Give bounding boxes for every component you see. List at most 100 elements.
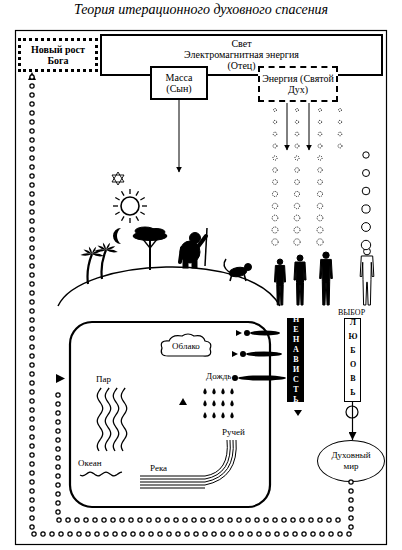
inner-loop-dots bbox=[58, 386, 338, 520]
energy-dot bbox=[317, 227, 323, 233]
energy-dot bbox=[295, 144, 299, 148]
rain-drop bbox=[212, 400, 216, 407]
node-text: Энергия (Святой Дух) bbox=[260, 73, 336, 95]
node-text: Новый рост Бога bbox=[21, 44, 95, 66]
human-head bbox=[277, 259, 283, 265]
energy-dot bbox=[295, 156, 299, 160]
rain-drop bbox=[212, 412, 216, 419]
lying-figure bbox=[232, 375, 286, 381]
gorilla-figure bbox=[192, 258, 197, 268]
vapour-wave bbox=[97, 388, 102, 451]
lying-figure bbox=[240, 351, 282, 357]
node-text: Электромагнитная энергия bbox=[184, 49, 299, 60]
rain-drop bbox=[230, 400, 234, 407]
energy-dot bbox=[295, 180, 300, 185]
text-label: Пар bbox=[96, 374, 111, 384]
energy-dot bbox=[295, 132, 299, 136]
gorilla-figure bbox=[197, 236, 206, 248]
energy-arrow bbox=[287, 103, 309, 150]
river-line bbox=[140, 484, 205, 485]
energy-dot bbox=[273, 156, 277, 160]
arrow-connector bbox=[352, 402, 353, 440]
energy-dot bbox=[272, 203, 277, 208]
energy-box: Энергия (Святой Дух) bbox=[258, 66, 338, 102]
palm-frond bbox=[89, 246, 92, 254]
love-band: ЛЮБОВЬ bbox=[344, 318, 361, 402]
energy-dot bbox=[318, 156, 322, 160]
lying-head bbox=[244, 330, 250, 336]
energy-dot bbox=[272, 191, 277, 196]
loop-arrowhead bbox=[56, 374, 65, 383]
energy-dot bbox=[317, 215, 323, 221]
human-head bbox=[323, 252, 329, 258]
gorilla-figure bbox=[180, 248, 182, 262]
sun-symbol bbox=[113, 189, 147, 223]
star-symbol bbox=[112, 175, 124, 185]
moon-symbol bbox=[113, 228, 121, 244]
lying-arrowhead bbox=[232, 351, 238, 357]
energy-dot bbox=[273, 180, 278, 185]
small-arrowhead bbox=[179, 398, 187, 405]
palm-frond bbox=[106, 250, 118, 253]
stream-line bbox=[205, 440, 233, 482]
energy-dot bbox=[294, 215, 300, 221]
inner-loop-dots bbox=[58, 386, 338, 520]
energy-dot bbox=[295, 120, 298, 123]
energy-dot bbox=[318, 132, 322, 136]
gorilla-figure bbox=[180, 228, 207, 268]
stream-line bbox=[205, 440, 230, 479]
connector-inner bbox=[32, 72, 351, 534]
gorilla-figure bbox=[190, 233, 201, 244]
sun-ray bbox=[136, 216, 139, 220]
human-figure bbox=[360, 248, 374, 305]
sun-ray bbox=[122, 216, 125, 220]
dotted-box: Новый рост Бога bbox=[18, 38, 98, 72]
energy-dot bbox=[318, 168, 323, 173]
hill-line bbox=[58, 267, 280, 306]
energy-dot bbox=[272, 215, 278, 221]
rain-drop bbox=[221, 388, 225, 395]
energy-dot bbox=[338, 120, 341, 123]
energy-dot bbox=[363, 170, 370, 177]
text-label: Океан bbox=[78, 458, 102, 468]
energy-dot bbox=[361, 240, 370, 249]
sun-ray bbox=[113, 205, 118, 206]
light-box: СветЭлектромагнитная энергия(Отец) bbox=[100, 34, 383, 76]
vapour-wave bbox=[105, 388, 110, 451]
energy-dot bbox=[318, 180, 323, 185]
gorilla-figure bbox=[205, 228, 207, 266]
energy-dot bbox=[272, 227, 278, 233]
node-text: Облако bbox=[172, 341, 200, 352]
dotted-connector bbox=[32, 72, 351, 534]
vapour-wave bbox=[121, 388, 126, 451]
sun-ray bbox=[136, 191, 139, 195]
water-cycle-frame bbox=[70, 322, 270, 507]
energy-dot bbox=[317, 191, 322, 196]
lying-head bbox=[240, 351, 246, 357]
node-text: НЕНАВИСТЬ bbox=[292, 315, 300, 405]
river-line bbox=[140, 478, 205, 479]
text-label: Дождь bbox=[206, 371, 231, 381]
tree-symbol bbox=[149, 240, 151, 270]
hate-arrowhead bbox=[294, 410, 302, 416]
text-label: Ручей bbox=[222, 427, 245, 437]
rain-drop bbox=[230, 388, 234, 395]
rain-drop bbox=[203, 400, 207, 407]
palm-trunk bbox=[102, 250, 107, 279]
mass-arrow bbox=[179, 100, 180, 172]
energy-dot bbox=[273, 120, 276, 123]
energy-dot bbox=[362, 223, 371, 232]
energy-dot bbox=[274, 109, 277, 112]
energy-dot bbox=[294, 227, 300, 233]
energy-arrow bbox=[287, 103, 288, 150]
sun-ray bbox=[140, 212, 144, 215]
energy-dot bbox=[317, 239, 323, 245]
monkey-figure bbox=[224, 259, 251, 281]
human-body bbox=[320, 259, 333, 305]
node-text: Свет bbox=[231, 38, 251, 49]
energy-dot bbox=[272, 239, 278, 245]
node-text: (Отец) bbox=[227, 60, 255, 71]
gorilla-figure bbox=[183, 258, 188, 268]
tree-symbol bbox=[133, 227, 167, 270]
